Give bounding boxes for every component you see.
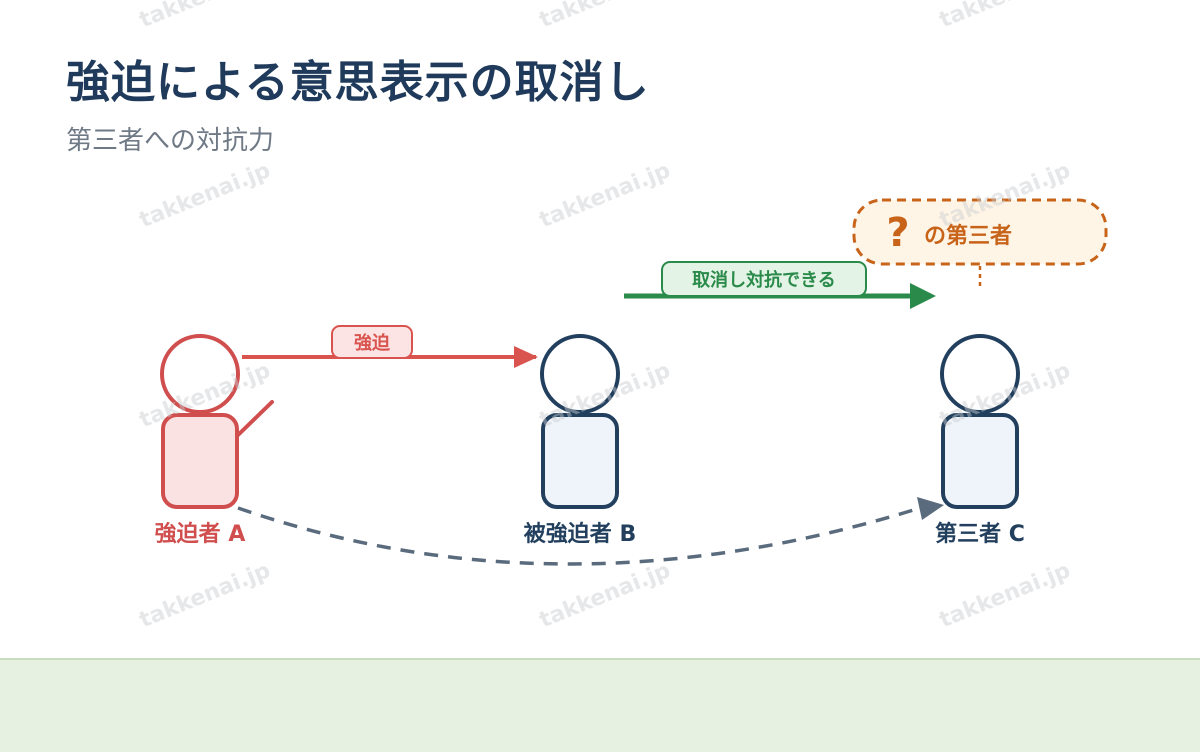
coercion-badge: 強迫 — [331, 325, 413, 359]
person-a-label: 強迫者 A — [155, 521, 246, 547]
person-a-arm — [235, 400, 274, 438]
person-a — [160, 334, 274, 509]
third-party-callout: ? の第三者 — [852, 198, 1108, 290]
page-subtitle: 第三者への対抗力 — [66, 126, 275, 156]
person-b — [540, 334, 620, 509]
page-title: 強迫による意思表示の取消し — [66, 57, 650, 108]
transfer-arrow-a-to-c — [237, 497, 944, 566]
person-a-head — [160, 334, 240, 414]
third-party-callout-label: の第三者 — [924, 223, 1012, 249]
person-b-head — [540, 334, 620, 414]
person-c — [940, 334, 1020, 509]
coercion-badge-label: 強迫 — [354, 332, 391, 354]
person-c-body — [941, 413, 1019, 509]
person-a-body — [161, 413, 239, 509]
person-b-label: 被強迫者 B — [524, 521, 636, 547]
person-b-body — [541, 413, 619, 509]
question-mark-icon: ? — [886, 210, 909, 256]
cancellation-badge-label: 取消し対抗できる — [692, 269, 836, 291]
person-c-head — [940, 334, 1020, 414]
person-c-label: 第三者 C — [935, 521, 1025, 547]
footer-band — [0, 658, 1200, 752]
cancellation-badge: 取消し対抗できる — [661, 261, 867, 297]
